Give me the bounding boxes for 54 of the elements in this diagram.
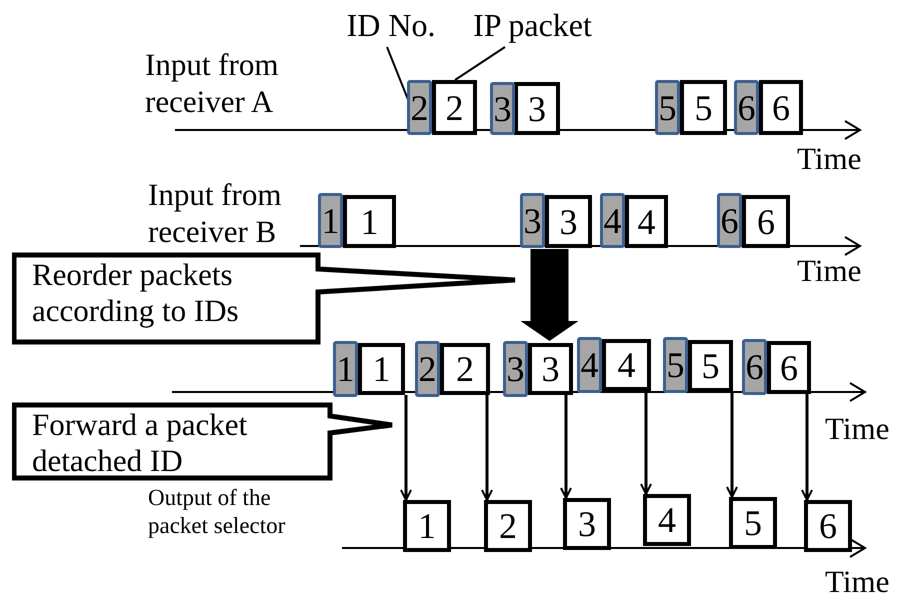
arrow — [640, 391, 652, 495]
callout-text: Reorder packets according to IDs — [32, 257, 240, 329]
arrow — [801, 394, 813, 501]
ip-packet-box: 6 — [767, 341, 811, 394]
axis-label: Time — [825, 410, 890, 447]
leader-text: IP packet — [460, 5, 605, 45]
output-packet-box: 3 — [563, 498, 611, 550]
ip-packet-box: 5 — [680, 80, 727, 135]
ip-packet-box: 3 — [514, 82, 560, 135]
ip-packet-box: 6 — [759, 80, 803, 135]
block-arrow — [520, 249, 578, 341]
id-number-box: 3 — [520, 193, 545, 248]
id-number-box: 2 — [415, 341, 440, 397]
output-packet-box: 4 — [643, 494, 691, 546]
ip-packet-box: 5 — [688, 340, 733, 392]
axis-label: Time — [797, 252, 862, 289]
row-label: Input from receiver B — [148, 176, 282, 250]
ip-packet-box: 1 — [358, 343, 405, 395]
output-packet-box: 5 — [729, 497, 777, 549]
id-number-box: 4 — [600, 193, 625, 248]
arrow — [400, 395, 412, 501]
row-label: Input from receiver A — [145, 46, 280, 120]
output-packet-box: 1 — [403, 500, 451, 552]
ip-packet-box: 3 — [528, 343, 573, 395]
ip-packet-box: 4 — [625, 195, 668, 248]
ip-packet-box: 6 — [742, 195, 790, 248]
ip-packet-box: 2 — [440, 343, 490, 395]
ip-packet-box: 1 — [343, 195, 396, 248]
id-number-box: 3 — [490, 82, 515, 135]
id-number-box: 1 — [333, 341, 358, 397]
callout-text: Forward a packet detached ID — [32, 407, 248, 479]
id-number-box: 6 — [742, 339, 767, 395]
id-number-box: 6 — [717, 193, 742, 248]
arrow — [481, 395, 493, 501]
id-number-box: 5 — [663, 337, 688, 393]
axis-label: Time — [797, 140, 862, 177]
id-number-box: 3 — [503, 341, 528, 397]
ip-packet-box: 4 — [602, 339, 651, 391]
output-packet-box: 6 — [804, 500, 852, 552]
id-number-box: 5 — [655, 80, 680, 135]
arrow — [726, 392, 738, 498]
arrow — [560, 395, 572, 499]
id-number-box: 6 — [734, 80, 759, 135]
callout-box — [12, 402, 394, 482]
id-number-box: 2 — [407, 80, 432, 135]
id-number-box: 1 — [318, 193, 343, 248]
leader-line — [454, 46, 506, 81]
leader-text: ID No. — [335, 5, 447, 45]
axis-label: Time — [825, 563, 890, 600]
ip-packet-box: 2 — [432, 80, 477, 135]
ip-packet-box: 3 — [545, 195, 592, 248]
row-label: Output of the packet selector — [148, 484, 286, 540]
id-number-box: 4 — [577, 337, 602, 393]
output-packet-box: 2 — [484, 500, 532, 552]
